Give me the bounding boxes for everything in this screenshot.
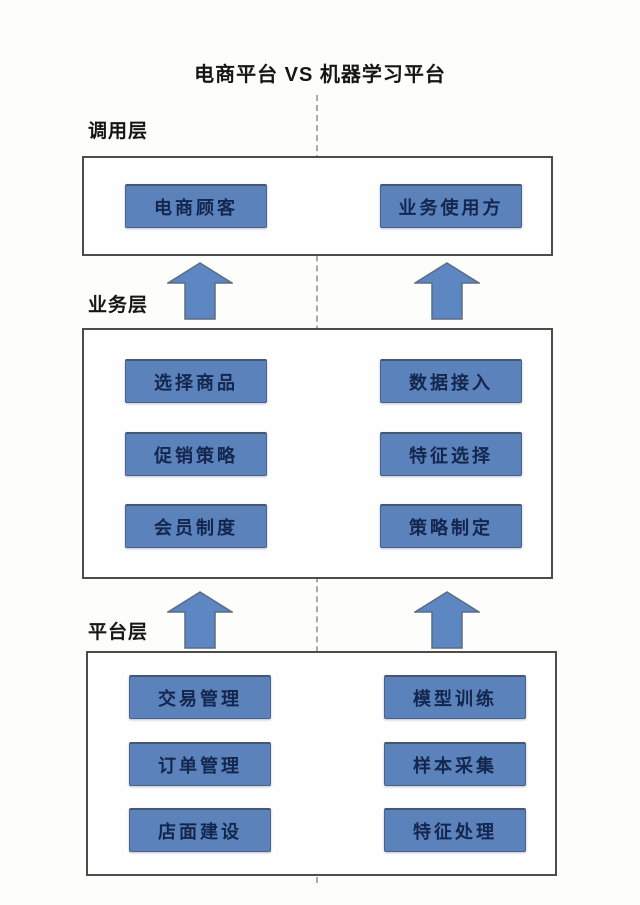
platform-layer-right-column: 模型训练 样本采集 特征处理 (384, 653, 526, 874)
business-layer-left-column: 选择商品 促销策略 会员制度 (125, 330, 267, 577)
call-layer-left-column: 电商顾客 (125, 158, 267, 254)
layer-label-platform: 平台层 (88, 622, 149, 643)
call-layer-right-column: 业务使用方 (380, 158, 522, 254)
layer-label-business: 业务层 (88, 295, 149, 316)
platform-layer-left-column: 交易管理 订单管理 店面建设 (129, 653, 271, 874)
node-box-order-management: 订单管理 (129, 741, 271, 786)
node-box-storefront-construction: 店面建设 (129, 807, 271, 852)
up-arrow-icon (414, 591, 480, 649)
node-box-strategy-formulation: 策略制定 (380, 504, 522, 549)
node-box-sample-collection: 样本采集 (384, 741, 526, 786)
business-layer-right-column: 数据接入 特征选择 策略制定 (380, 330, 522, 577)
business-layer-container: 选择商品 促销策略 会员制度 数据接入 特征选择 策略制定 (82, 328, 553, 579)
diagram-title: 电商平台 VS 机器学习平台 (194, 64, 446, 86)
node-box-select-products: 选择商品 (125, 358, 267, 403)
up-arrow-icon (414, 262, 480, 320)
node-box-membership-system: 会员制度 (125, 504, 267, 549)
up-arrow-icon (167, 591, 233, 649)
node-box-data-access: 数据接入 (380, 358, 522, 403)
node-box-feature-processing: 特征处理 (384, 807, 526, 852)
platform-layer-container: 交易管理 订单管理 店面建设 模型训练 样本采集 特征处理 (86, 651, 557, 876)
up-arrow-icon (167, 262, 233, 320)
node-box-model-training: 模型训练 (384, 675, 526, 720)
call-layer-container: 电商顾客 业务使用方 (82, 156, 553, 256)
node-box-ecommerce-customer: 电商顾客 (125, 184, 267, 228)
node-box-promotion-strategy: 促销策略 (125, 431, 267, 476)
layer-label-call: 调用层 (88, 121, 149, 142)
node-box-feature-selection: 特征选择 (380, 431, 522, 476)
node-box-business-user: 业务使用方 (380, 184, 522, 228)
node-box-transaction-management: 交易管理 (129, 675, 271, 720)
